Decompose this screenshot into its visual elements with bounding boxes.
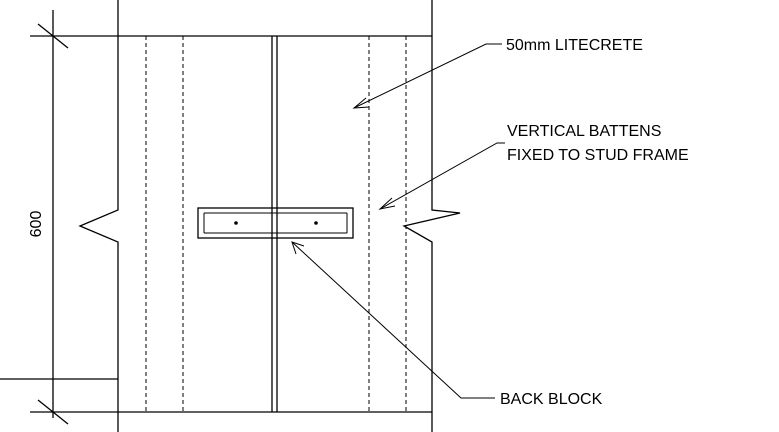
leader-litecrete: 50mm LITECRETE [352,37,643,109]
fixing-screw-left-icon [234,221,238,225]
leader-back-block: BACK BLOCK [291,241,603,408]
dimension-group: 600 [0,10,118,425]
fixing-screw-right-icon [314,221,318,225]
label-back-block: BACK BLOCK [500,391,603,408]
leader-battens: VERTICAL BATTENS FIXED TO STUD FRAME [378,123,689,210]
back-block [197,207,354,239]
wall-right-edge [402,0,461,432]
label-battens-line2: FIXED TO STUD FRAME [507,147,689,164]
label-battens-line1: VERTICAL BATTENS [507,123,661,140]
wall-left-edge [78,0,119,432]
label-litecrete: 50mm LITECRETE [506,37,643,54]
dimension-text: 600 [28,211,45,238]
